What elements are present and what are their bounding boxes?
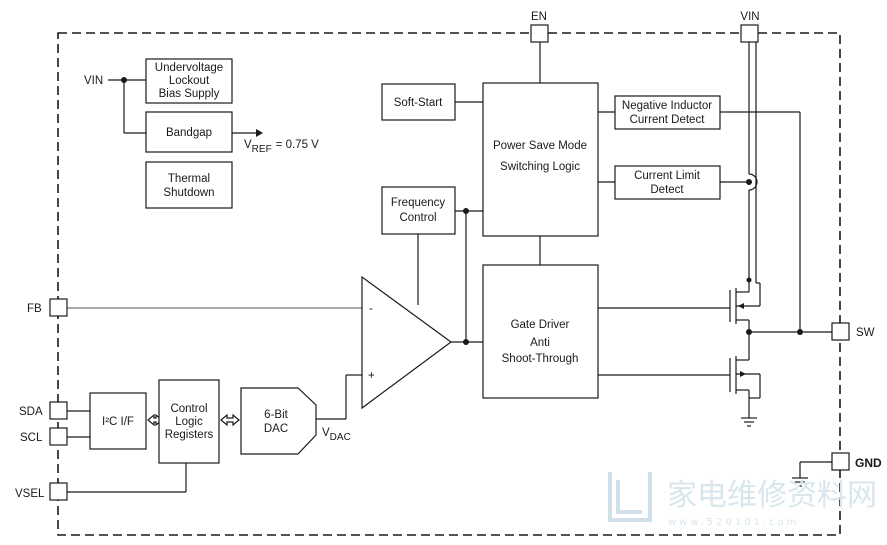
current-limit-line-2: Detect bbox=[650, 184, 684, 196]
sda-pin[interactable] bbox=[49, 401, 68, 420]
soft-start-label: Soft-Start bbox=[394, 97, 443, 109]
junctions bbox=[121, 77, 803, 345]
psm-block: Power Save Mode Switching Logic bbox=[482, 82, 599, 237]
thermal-shutdown-block: Thermal Shutdown bbox=[145, 161, 233, 209]
sw-pin[interactable] bbox=[831, 322, 850, 341]
freq-line-2: Control bbox=[399, 212, 436, 224]
current-limit-line-1: Current Limit bbox=[634, 170, 701, 182]
comparator-plus: + bbox=[368, 370, 375, 382]
control-logic-line-3: Registers bbox=[165, 429, 214, 441]
gate-driver-line-3: Shoot-Through bbox=[502, 353, 579, 365]
uvlo-line-2: Lockout bbox=[169, 75, 210, 87]
i2c-block: I²C I/F bbox=[89, 392, 147, 450]
error-amplifier: - + bbox=[361, 275, 453, 410]
vin-top-pin[interactable] bbox=[740, 24, 759, 43]
scl-label: SCL bbox=[20, 432, 43, 444]
watermark-logo bbox=[608, 472, 652, 522]
vref-label: VREF = 0.75 V bbox=[244, 139, 319, 155]
high-side-mosfet bbox=[729, 282, 761, 332]
bandgap-label: Bandgap bbox=[166, 127, 212, 139]
vsel-pin[interactable] bbox=[49, 482, 68, 501]
i2c-label: I²C I/F bbox=[102, 416, 134, 428]
fb-label: FB bbox=[27, 303, 42, 315]
gate-driver-block: Gate Driver Anti Shoot-Through bbox=[482, 264, 599, 399]
watermark-cn: 家电维修资料网 bbox=[667, 478, 877, 513]
watermark-url: www.520101.com bbox=[668, 517, 800, 528]
thermal-line-2: Shutdown bbox=[163, 187, 214, 199]
gnd-label: GND bbox=[855, 456, 882, 470]
bandgap-block: Bandgap bbox=[145, 111, 233, 153]
chip-boundary bbox=[57, 32, 841, 536]
neg-inductor-line-2: Current Detect bbox=[630, 114, 706, 126]
sw-label: SW bbox=[856, 327, 875, 339]
sda-label: SDA bbox=[19, 406, 43, 418]
svg-text:VDAC: VDAC bbox=[322, 427, 351, 443]
psm-line-2: Switching Logic bbox=[500, 161, 580, 173]
control-logic-line-2: Logic bbox=[175, 416, 203, 428]
dac-block: 6-Bit DAC bbox=[240, 387, 317, 455]
current-limit-block: Current Limit Detect bbox=[614, 165, 721, 200]
neg-inductor-line-1: Negative Inductor bbox=[622, 100, 712, 112]
bus-arrow-2 bbox=[220, 413, 240, 427]
vref-v: V bbox=[244, 139, 252, 151]
uvlo-line-1: Undervoltage bbox=[155, 62, 223, 74]
wires bbox=[67, 42, 832, 493]
watermark: 家电维修资料网 www.520101.com bbox=[608, 472, 877, 528]
control-logic-block: Control Logic Registers bbox=[158, 379, 220, 464]
scl-pin[interactable] bbox=[49, 427, 68, 446]
thermal-line-1: Thermal bbox=[168, 173, 210, 185]
uvlo-line-3: Bias Supply bbox=[159, 88, 220, 100]
control-logic-line-1: Control bbox=[170, 403, 207, 415]
dac-line-1: 6-Bit bbox=[264, 409, 288, 421]
vref-sub: REF bbox=[252, 144, 272, 155]
negative-inductor-block: Negative Inductor Current Detect bbox=[614, 95, 721, 130]
vdac-v: V bbox=[322, 427, 330, 439]
vin-top-label: VIN bbox=[740, 11, 759, 23]
vin-left-label: VIN bbox=[84, 75, 103, 87]
comparator-minus: - bbox=[369, 303, 373, 315]
gate-driver-line-2: Anti bbox=[530, 337, 550, 349]
gnd-pin[interactable] bbox=[831, 452, 850, 471]
vdac-label: VDAC bbox=[322, 427, 351, 443]
svg-text:VREF= 0.75 V: VREF = 0.75 V bbox=[244, 139, 319, 155]
dac-line-2: DAC bbox=[264, 423, 288, 435]
psm-line-1: Power Save Mode bbox=[493, 140, 587, 152]
vref-value: = 0.75 V bbox=[276, 139, 319, 151]
vdac-sub: DAC bbox=[330, 432, 351, 443]
soft-start-block: Soft-Start bbox=[381, 83, 456, 121]
uvlo-block: Undervoltage Lockout Bias Supply bbox=[145, 58, 233, 104]
ground-symbol-pin bbox=[792, 477, 808, 487]
vsel-label: VSEL bbox=[15, 488, 45, 500]
en-pin[interactable] bbox=[530, 24, 549, 43]
fb-pin[interactable] bbox=[49, 298, 68, 317]
en-label: EN bbox=[531, 11, 547, 23]
gate-driver-line-1: Gate Driver bbox=[511, 319, 570, 331]
freq-line-1: Frequency bbox=[391, 197, 446, 209]
frequency-control-block: Frequency Control bbox=[381, 186, 456, 235]
low-side-mosfet bbox=[729, 332, 761, 427]
